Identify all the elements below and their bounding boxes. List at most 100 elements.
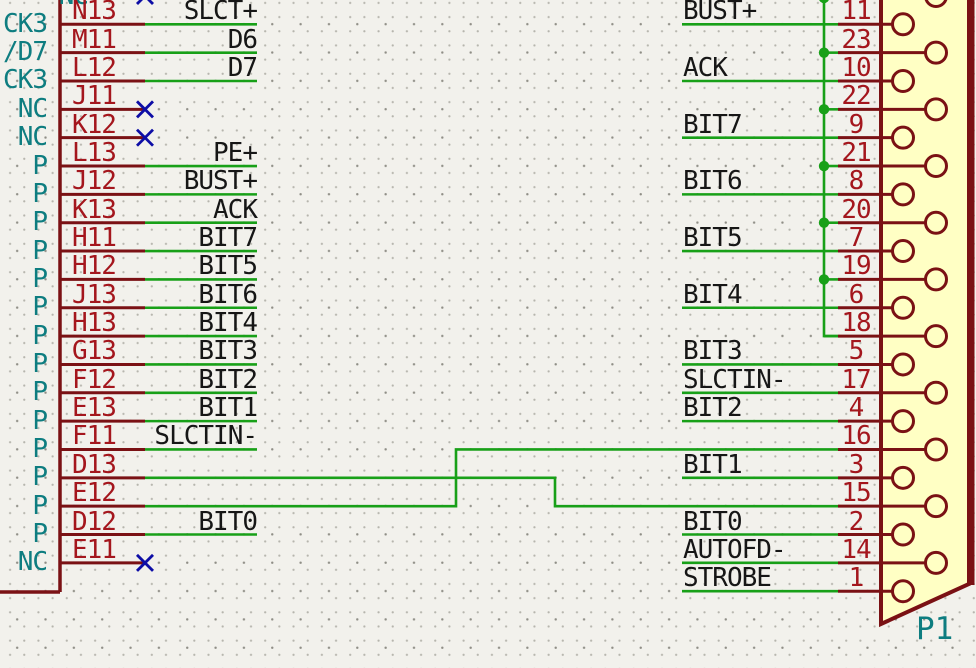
pin-number[interactable]: 2 [848, 506, 865, 537]
connector-designator[interactable]: P1 [916, 611, 954, 647]
net-label[interactable]: BIT2 [198, 364, 258, 395]
pin-number[interactable]: D13 [72, 449, 117, 480]
pin-number[interactable]: F11 [72, 421, 117, 452]
pin-name[interactable]: NC [17, 93, 48, 124]
wire-route[interactable] [145, 476, 838, 508]
net-label[interactable]: BIT7 [683, 109, 743, 140]
pin-number[interactable]: F12 [72, 364, 117, 395]
net-label[interactable]: BIT6 [683, 166, 743, 197]
pin-number[interactable]: E12 [72, 478, 117, 509]
pin-number[interactable]: 4 [848, 393, 865, 424]
pin-number[interactable]: 8 [848, 166, 865, 197]
pin-name[interactable]: CK3 [3, 65, 48, 96]
pin-circle[interactable] [924, 494, 948, 519]
pin-circle[interactable] [924, 0, 948, 8]
net-label[interactable]: BIT3 [683, 336, 743, 367]
junction-dot[interactable] [818, 217, 830, 228]
pin-circle[interactable] [891, 295, 915, 320]
pin-number[interactable]: 15 [841, 478, 871, 509]
pin-name[interactable]: P [32, 235, 48, 266]
pin-circle[interactable] [924, 97, 948, 122]
pin-circle[interactable] [891, 465, 915, 490]
net-label[interactable]: SLCT+ [183, 0, 258, 27]
pin-number[interactable]: N13 [72, 0, 117, 27]
pin-circle[interactable] [891, 125, 915, 150]
net-label[interactable]: BIT7 [198, 223, 258, 254]
pin-number[interactable]: D12 [72, 506, 117, 537]
net-label[interactable]: BIT3 [198, 336, 258, 367]
pin-number[interactable]: 20 [841, 194, 871, 225]
pin-circle[interactable] [891, 409, 915, 434]
pin-number[interactable]: 5 [848, 336, 865, 367]
no-connect-marker[interactable] [136, 553, 154, 572]
pin-number[interactable]: 17 [841, 364, 871, 395]
net-label[interactable]: D6 [227, 24, 258, 55]
net-label[interactable]: BIT6 [198, 279, 258, 310]
pin-number[interactable]: 22 [841, 81, 871, 112]
pin-name[interactable]: P [32, 405, 48, 436]
net-label[interactable]: ACK [213, 194, 258, 225]
pin-number[interactable]: 1 [848, 563, 865, 594]
net-label[interactable]: BIT2 [683, 393, 743, 424]
wire-route[interactable] [145, 448, 838, 508]
pin-name[interactable]: NC [0, 0, 89, 9]
pin-name[interactable]: P [32, 292, 48, 323]
pin-number[interactable]: 3 [848, 449, 865, 480]
net-label[interactable]: BIT4 [683, 279, 743, 310]
no-connect-marker[interactable] [136, 0, 153, 5]
pin-circle[interactable] [891, 522, 915, 547]
pin-name[interactable]: P [32, 433, 48, 464]
pin-number[interactable]: 10 [841, 52, 871, 83]
net-label[interactable]: ACK [683, 52, 728, 83]
pin-number[interactable]: H12 [72, 251, 117, 282]
pin-number[interactable]: J13 [72, 279, 117, 310]
no-connect-marker[interactable] [137, 0, 154, 5]
net-label[interactable]: SLCTIN- [154, 421, 258, 452]
pin-number[interactable]: L12 [72, 52, 117, 83]
pin-circle[interactable] [924, 40, 948, 65]
pin-circle[interactable] [924, 267, 948, 292]
pin-circle[interactable] [924, 550, 948, 575]
pin-number[interactable]: E13 [72, 393, 117, 424]
pin-number[interactable]: 6 [848, 279, 865, 310]
net-label[interactable]: PE+ [213, 138, 258, 169]
pin-name[interactable]: NC [17, 122, 48, 153]
pin-number[interactable]: L13 [72, 138, 117, 169]
net-label[interactable]: D7 [227, 52, 258, 83]
junction-dot[interactable] [818, 274, 830, 285]
junction-dot[interactable] [818, 47, 830, 58]
net-label[interactable]: BIT4 [198, 308, 258, 339]
pin-circle[interactable] [891, 579, 915, 604]
pin-circle[interactable] [924, 437, 948, 462]
junction-dot[interactable] [818, 104, 830, 115]
net-label[interactable]: BIT5 [198, 251, 258, 282]
net-label[interactable]: BIT5 [683, 223, 743, 254]
pin-name[interactable]: P [32, 320, 48, 351]
pin-circle[interactable] [924, 380, 948, 405]
pin-number[interactable]: 23 [841, 24, 871, 55]
pin-circle[interactable] [924, 324, 948, 349]
pin-number[interactable]: 11 [841, 0, 871, 27]
pin-circle[interactable] [891, 12, 915, 37]
pin-number[interactable]: 19 [841, 251, 871, 282]
pin-number[interactable]: J11 [72, 81, 117, 112]
net-label[interactable]: BUST+ [183, 166, 258, 197]
pin-number[interactable]: 9 [848, 109, 865, 140]
net-label[interactable]: BIT0 [198, 506, 258, 537]
net-label[interactable]: SLCTIN- [683, 364, 787, 395]
net-label[interactable]: AUTOFD- [683, 534, 787, 565]
pin-name[interactable]: P [32, 263, 48, 294]
pin-name[interactable]: P [32, 207, 48, 238]
pin-name[interactable]: CK3 [3, 8, 48, 39]
pin-circle[interactable] [891, 352, 915, 377]
pin-number[interactable]: H11 [72, 223, 117, 254]
pin-name[interactable]: /D7 [3, 37, 48, 68]
pin-number[interactable]: H13 [72, 308, 117, 339]
no-connect-marker[interactable] [136, 100, 154, 119]
pin-circle[interactable] [891, 182, 915, 207]
pin-number[interactable]: G13 [72, 336, 117, 367]
pin-name[interactable]: P [32, 348, 48, 379]
pin-number[interactable]: K12 [72, 109, 117, 140]
pin-number[interactable]: 7 [848, 223, 865, 254]
